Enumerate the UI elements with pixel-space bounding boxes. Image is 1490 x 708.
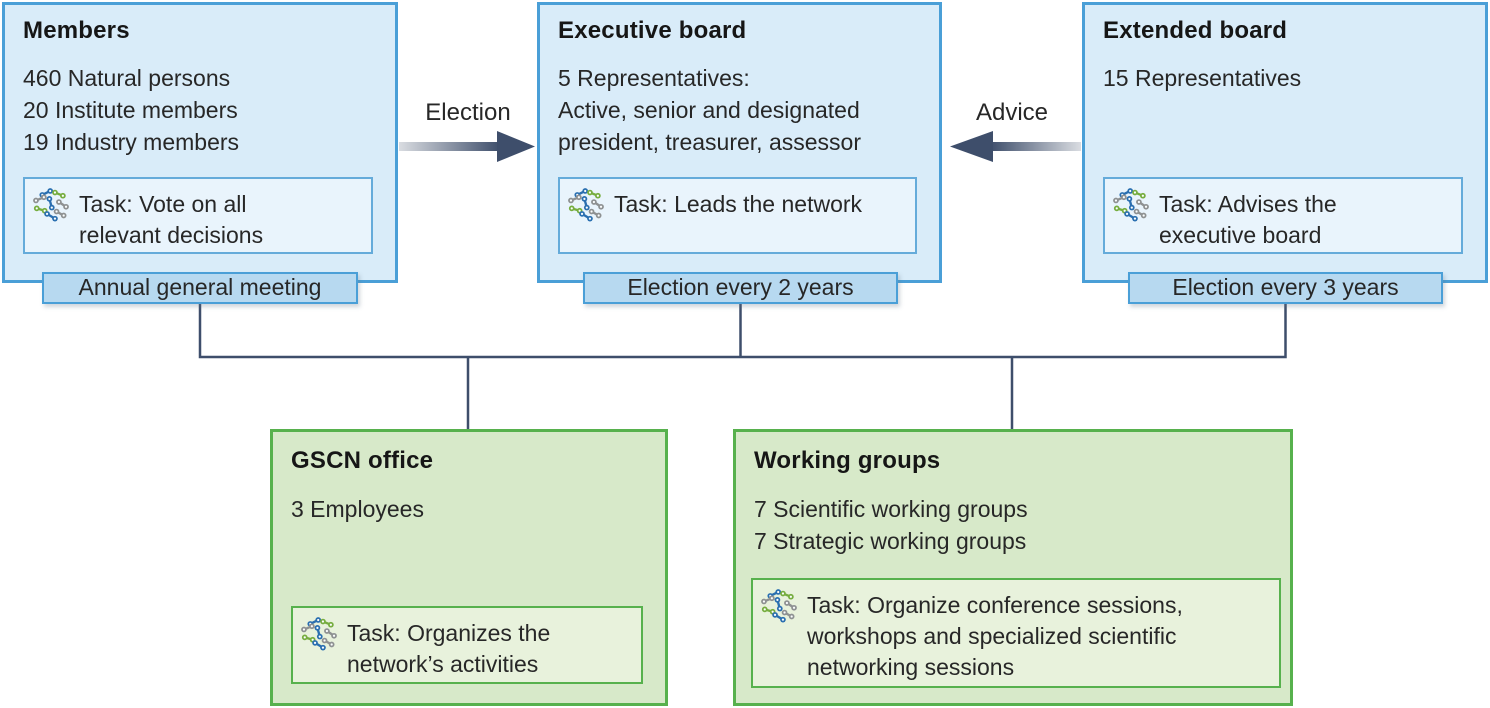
election-arrow-label: Election (425, 99, 511, 126)
advice-arrow-label: Advice (975, 99, 1049, 126)
executive-stat-line: 5 Representatives: (558, 65, 750, 91)
members-stat-line: 19 Industry members (23, 129, 240, 155)
executive-board-box: Executive board 5 Representatives: Activ… (537, 2, 942, 283)
office-task-box: Task: Organizes the network’s activities (291, 606, 643, 684)
members-title: Members (23, 17, 130, 44)
members-task-text: Task: Vote on all relevant decisions (79, 191, 264, 248)
gscn-office-box: GSCN office 3 Employees Task: Organizes … (270, 429, 668, 706)
extended-task-box: Task: Advises the executive board (1103, 177, 1463, 254)
working-task-text: Task: Organize conference sessions, work… (807, 592, 1183, 680)
working-stat-line: 7 Scientific working groups (754, 496, 1028, 522)
executive-board-tab: Election every 2 years (583, 272, 898, 304)
members-stat-line: 460 Natural persons (23, 65, 231, 91)
gscn-network-icon (760, 588, 798, 626)
members-task-box: Task: Vote on all relevant decisions (23, 177, 373, 254)
members-box: Members 460 Natural persons 20 Institute… (2, 2, 398, 283)
executive-task-text: Task: Leads the network (614, 191, 863, 217)
members-stat-line: 20 Institute members (23, 97, 238, 123)
working-groups-stats: 7 Scientific working groups 7 Strategic … (754, 493, 1028, 557)
extended-board-stats: 15 Representatives (1103, 62, 1301, 94)
working-groups-title: Working groups (754, 447, 941, 474)
working-groups-box: Working groups 7 Scientific working grou… (733, 429, 1293, 706)
executive-task-box: Task: Leads the network (558, 177, 917, 254)
working-stat-line: 7 Strategic working groups (754, 528, 1027, 554)
extended-stat-line: 15 Representatives (1103, 65, 1302, 91)
gscn-network-icon (300, 616, 338, 654)
executive-stat-line: Active, senior and designated (558, 97, 860, 123)
gscn-network-icon (567, 187, 605, 225)
members-stats: 460 Natural persons 20 Institute members… (23, 62, 239, 158)
executive-stat-line: president, treasurer, assessor (558, 129, 861, 155)
gscn-office-stats: 3 Employees (291, 493, 424, 525)
election-arrow (399, 131, 535, 162)
advice-arrow (950, 131, 1081, 162)
members-tab: Annual general meeting (42, 272, 358, 304)
executive-board-title: Executive board (558, 17, 747, 44)
extended-board-title: Extended board (1103, 17, 1288, 44)
office-task-text: Task: Organizes the network’s activities (347, 620, 551, 677)
gscn-network-icon (1112, 187, 1150, 225)
gscn-office-title: GSCN office (291, 447, 434, 474)
extended-board-tab: Election every 3 years (1128, 272, 1443, 304)
working-task-box: Task: Organize conference sessions, work… (751, 578, 1281, 688)
office-stat-line: 3 Employees (291, 496, 424, 522)
gscn-network-icon (32, 187, 70, 225)
extended-task-text: Task: Advises the executive board (1159, 191, 1337, 248)
executive-board-stats: 5 Representatives: Active, senior and de… (558, 62, 861, 158)
hierarchy-connector (198, 304, 1287, 430)
extended-board-box: Extended board 15 Representatives Task: … (1082, 2, 1488, 283)
